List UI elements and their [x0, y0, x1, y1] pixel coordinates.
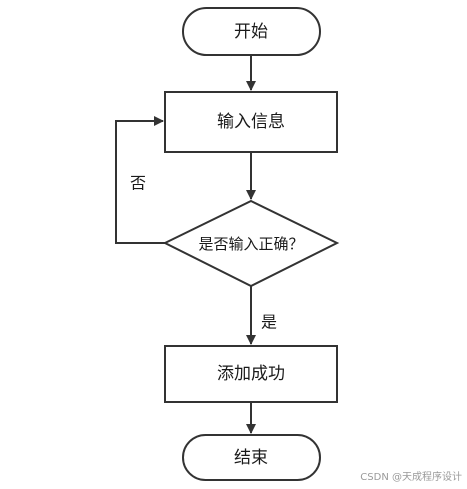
- check-input-decision: [162, 199, 340, 288]
- watermark-text: CSDN @天成程序设计: [360, 470, 462, 483]
- end-terminator: [182, 434, 321, 481]
- edge-label-no: 否: [130, 174, 146, 193]
- edge-label-yes: 是: [261, 313, 277, 332]
- start-terminator: [182, 7, 321, 56]
- edge-check-no-loop: [115, 116, 165, 244]
- input-info-process: [164, 91, 338, 153]
- input-info-label: 输入信息: [217, 112, 285, 132]
- add-success-process: [164, 345, 338, 403]
- start-label: 开始: [234, 22, 268, 42]
- end-label: 结束: [234, 448, 268, 468]
- add-success-label: 添加成功: [217, 364, 285, 384]
- check-input-label: 是否输入正确？: [198, 235, 303, 253]
